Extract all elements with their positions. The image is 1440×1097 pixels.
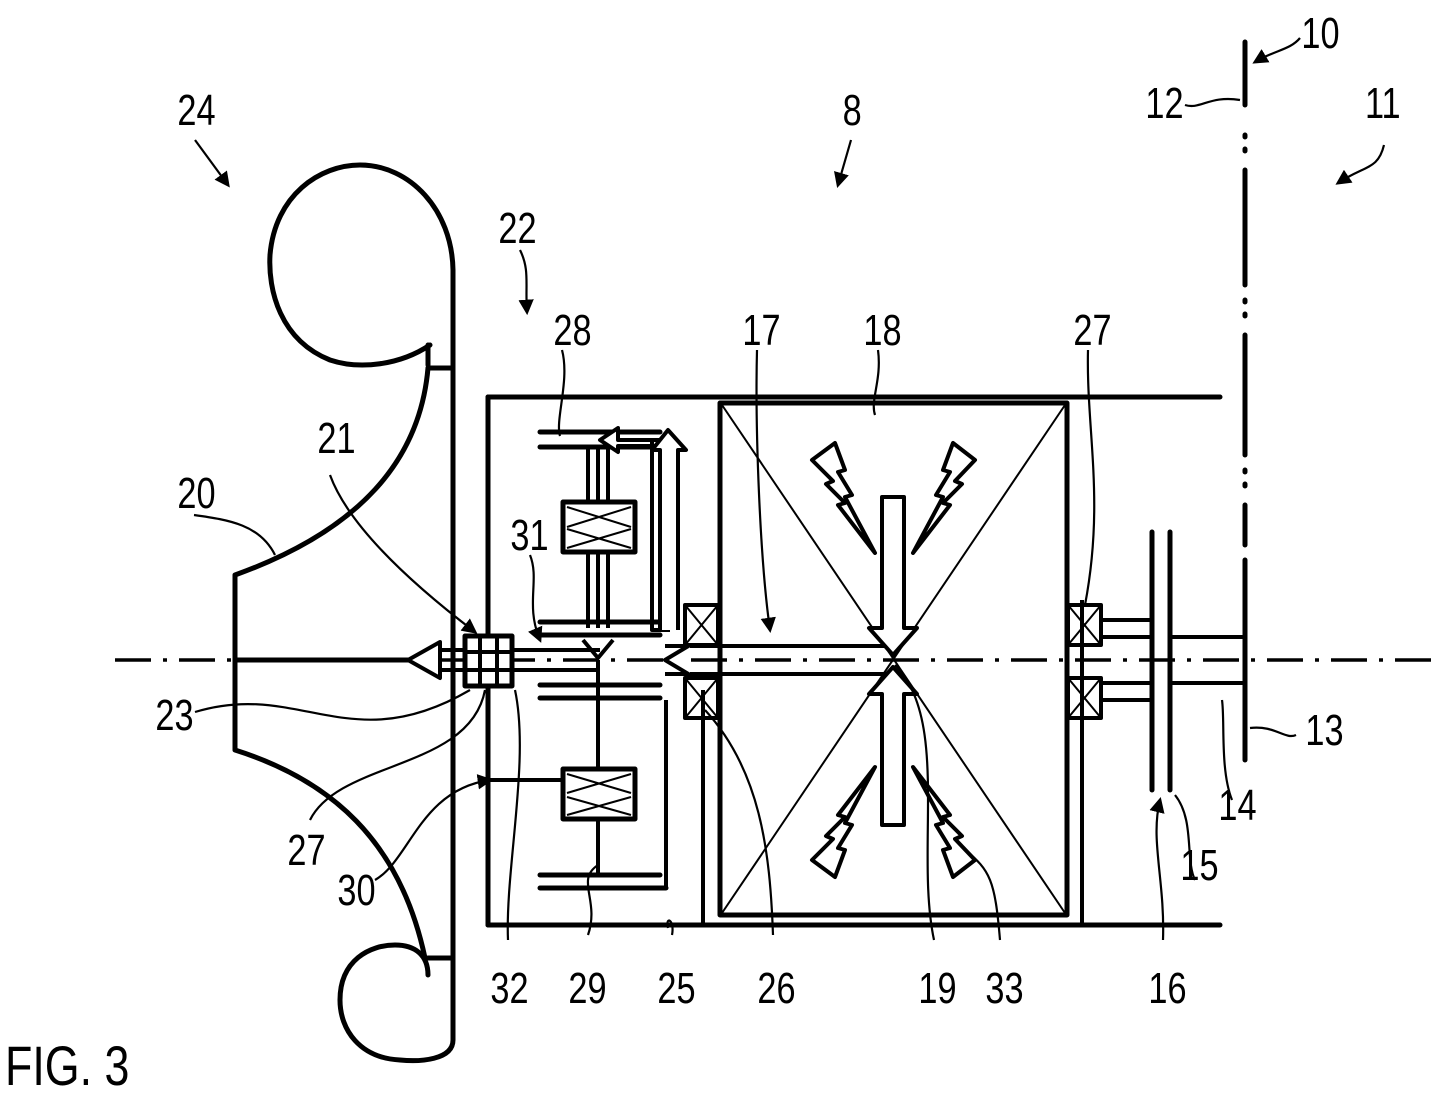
electric-machine-18	[665, 400, 1084, 925]
label-14: 14	[1218, 781, 1256, 830]
label-10: 10	[1301, 9, 1339, 58]
label-27-bottom: 27	[287, 826, 325, 875]
turbine-housing-24	[232, 162, 456, 1064]
label-20: 20	[177, 469, 215, 518]
label-29: 29	[568, 964, 606, 1013]
label-33: 33	[985, 964, 1023, 1013]
label-11: 11	[1365, 79, 1401, 128]
label-24: 24	[177, 86, 215, 135]
bearing-26	[663, 603, 720, 720]
label-30: 30	[337, 866, 375, 915]
coupling-16	[1149, 529, 1245, 793]
lightning-icon	[911, 441, 977, 555]
label-31: 31	[510, 511, 548, 560]
label-18: 18	[863, 306, 901, 355]
label-21: 21	[317, 414, 355, 463]
bearing-27-right	[1066, 603, 1152, 720]
label-19: 19	[918, 964, 956, 1013]
label-32: 32	[490, 964, 528, 1013]
label-26: 26	[757, 964, 795, 1013]
label-28: 28	[553, 306, 591, 355]
figure-caption: FIG. 3	[5, 1034, 129, 1097]
lightning-icon-group	[810, 441, 977, 879]
label-12: 12	[1145, 79, 1183, 128]
label-22: 22	[498, 204, 536, 253]
label-8: 8	[843, 86, 862, 135]
lightning-icon	[911, 765, 977, 879]
label-23: 23	[155, 691, 193, 740]
label-25: 25	[657, 964, 695, 1013]
gearbox-22	[406, 426, 688, 891]
leader-lines	[193, 37, 1386, 941]
label-13: 13	[1305, 706, 1343, 755]
label-27-top: 27	[1073, 306, 1111, 355]
label-15: 15	[1180, 841, 1218, 890]
label-16: 16	[1148, 964, 1186, 1013]
label-17: 17	[742, 306, 780, 355]
lightning-icon	[810, 765, 877, 879]
lightning-icon	[810, 441, 877, 555]
